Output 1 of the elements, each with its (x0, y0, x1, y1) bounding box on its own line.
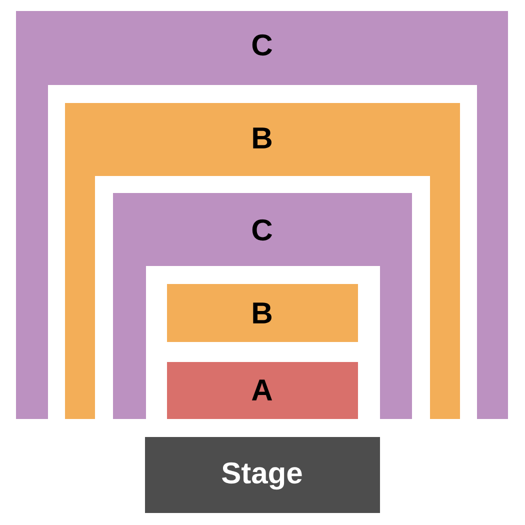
stage-block: Stage (145, 437, 380, 513)
